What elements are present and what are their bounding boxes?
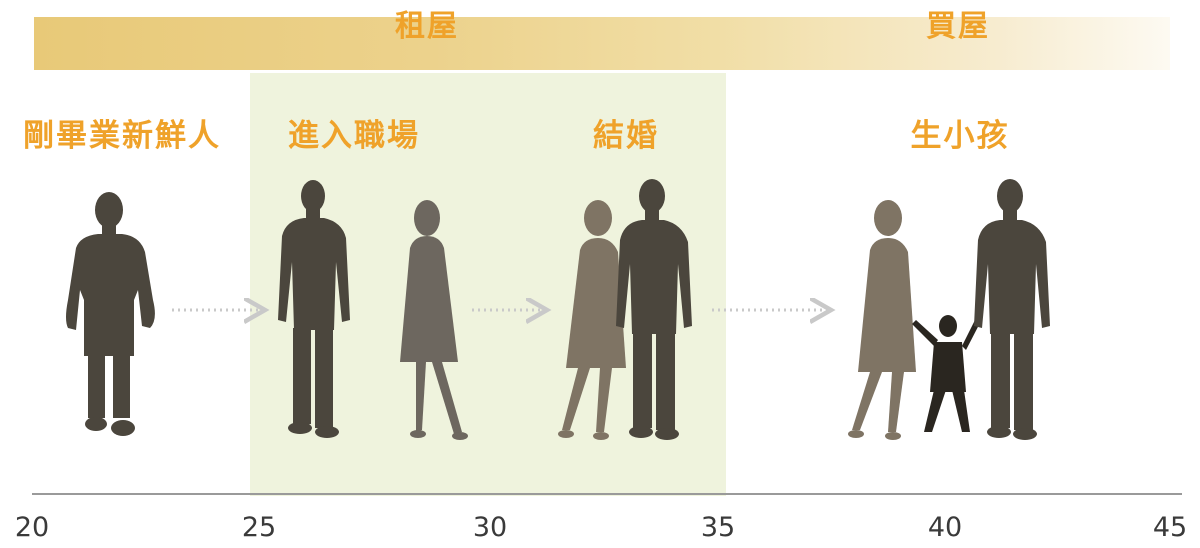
marriage-woman-silhouette-icon	[558, 200, 626, 440]
age-tick-45: 45	[1152, 512, 1188, 543]
stage-label-graduate: 剛畢業新鮮人	[23, 118, 221, 154]
career-man-silhouette-icon	[278, 180, 350, 438]
career-woman-silhouette-icon	[400, 200, 468, 440]
marriage-man-silhouette-icon	[616, 179, 692, 440]
family-child-silhouette-icon	[912, 315, 981, 432]
age-axis-line	[32, 493, 1182, 495]
age-tick-30: 30	[472, 512, 508, 543]
stage-label-child: 生小孩	[910, 118, 1010, 154]
stage-label-career: 進入職場	[288, 118, 420, 154]
buy-label: 買屋	[926, 9, 990, 44]
age-tick-20: 20	[14, 512, 50, 543]
stage-label-marriage: 結婚	[593, 118, 659, 154]
family-woman-silhouette-icon	[848, 200, 916, 440]
rent-label: 租屋	[395, 9, 459, 44]
age-tick-35: 35	[700, 512, 736, 543]
age-tick-25: 25	[241, 512, 277, 543]
graduate-man-silhouette-icon	[66, 192, 155, 436]
family-man-silhouette-icon	[974, 179, 1050, 440]
housing-banner	[34, 17, 1170, 70]
age-tick-40: 40	[927, 512, 963, 543]
